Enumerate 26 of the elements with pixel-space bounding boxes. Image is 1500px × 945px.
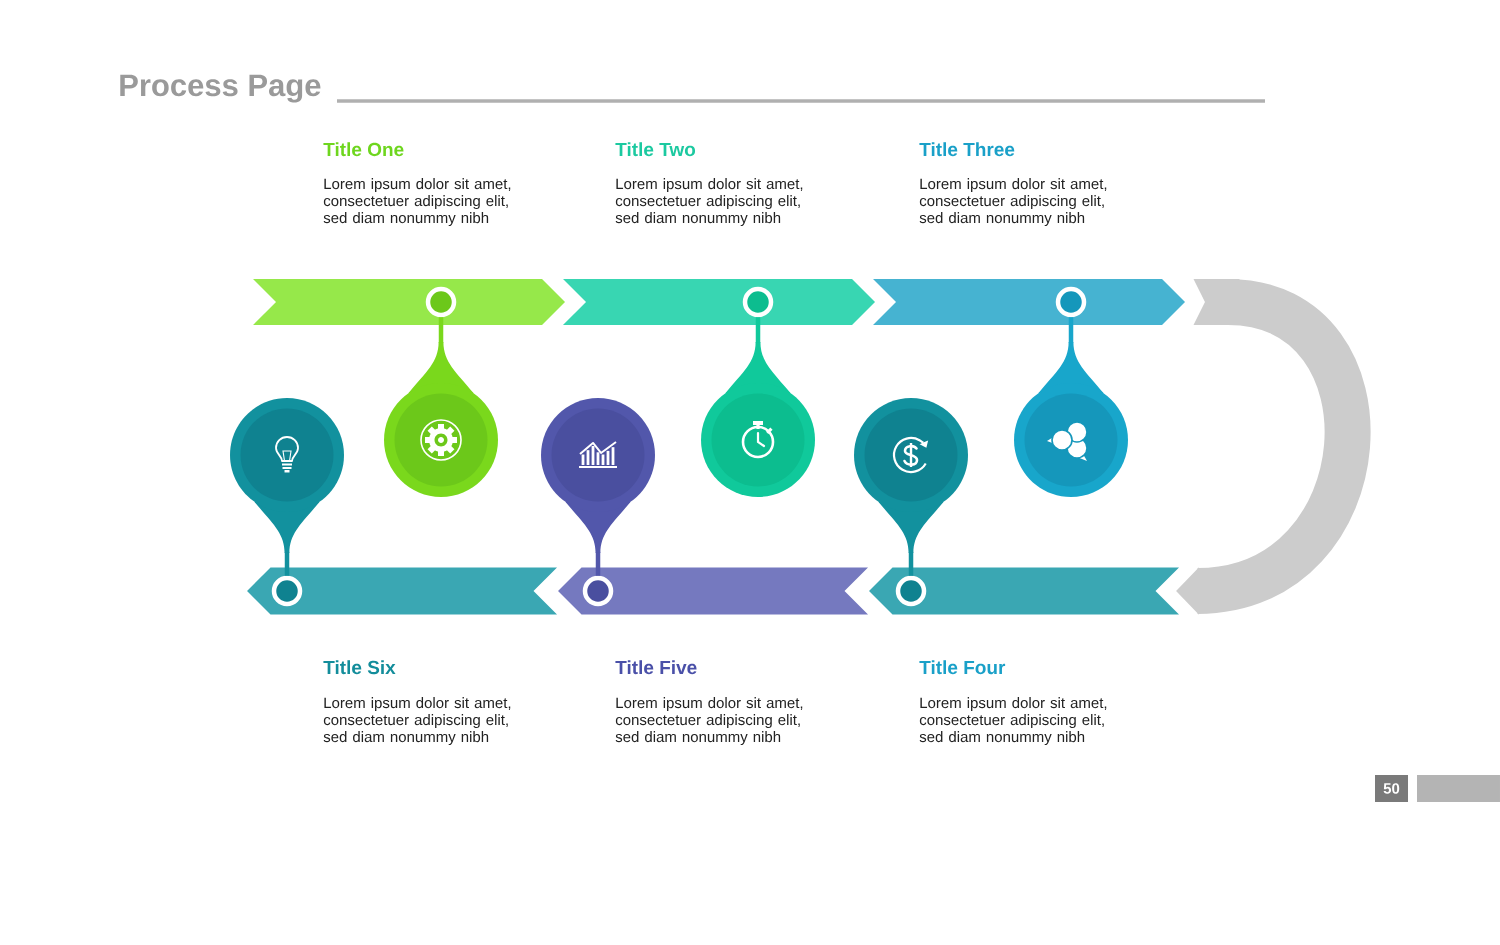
connector-line xyxy=(438,317,444,343)
step-description: Lorem ipsum dolor sit amet, consectetuer adipiscing elit, sed diam nonummy nibh xyxy=(919,697,1107,746)
connector-line xyxy=(595,552,601,576)
ring-marker xyxy=(1055,286,1087,318)
step-title: Title Four xyxy=(919,660,1006,675)
connector-line xyxy=(755,317,761,343)
step-title: Title Six xyxy=(323,660,396,675)
ring-marker xyxy=(425,286,457,318)
connector-line xyxy=(1068,317,1074,343)
step-description: Lorem ipsum dolor sit amet, consectetuer adipiscing elit, sed diam nonummy nibh xyxy=(615,697,803,746)
ring-marker xyxy=(582,575,614,607)
connector-line xyxy=(284,552,290,576)
step-title: Title Five xyxy=(615,660,697,675)
step-title: Title Three xyxy=(919,142,1015,157)
step-description: Lorem ipsum dolor sit amet, consectetuer adipiscing elit, sed diam nonummy nibh xyxy=(323,697,511,746)
page-title: Process Page xyxy=(120,74,321,103)
step-description: Lorem ipsum dolor sit amet, consectetuer adipiscing elit, sed diam nonummy nibh xyxy=(323,178,511,227)
ring-marker xyxy=(271,575,303,607)
step-description: Lorem ipsum dolor sit amet, consectetuer adipiscing elit, sed diam nonummy nibh xyxy=(919,178,1107,227)
ring-marker xyxy=(742,286,774,318)
page-number: 50 xyxy=(1375,775,1408,802)
ring-marker xyxy=(895,575,927,607)
step-title: Title One xyxy=(323,142,404,157)
step-description: Lorem ipsum dolor sit amet, consectetuer adipiscing elit, sed diam nonummy nibh xyxy=(615,178,803,227)
connector-line xyxy=(908,552,914,576)
step-title: Title Two xyxy=(615,142,696,157)
